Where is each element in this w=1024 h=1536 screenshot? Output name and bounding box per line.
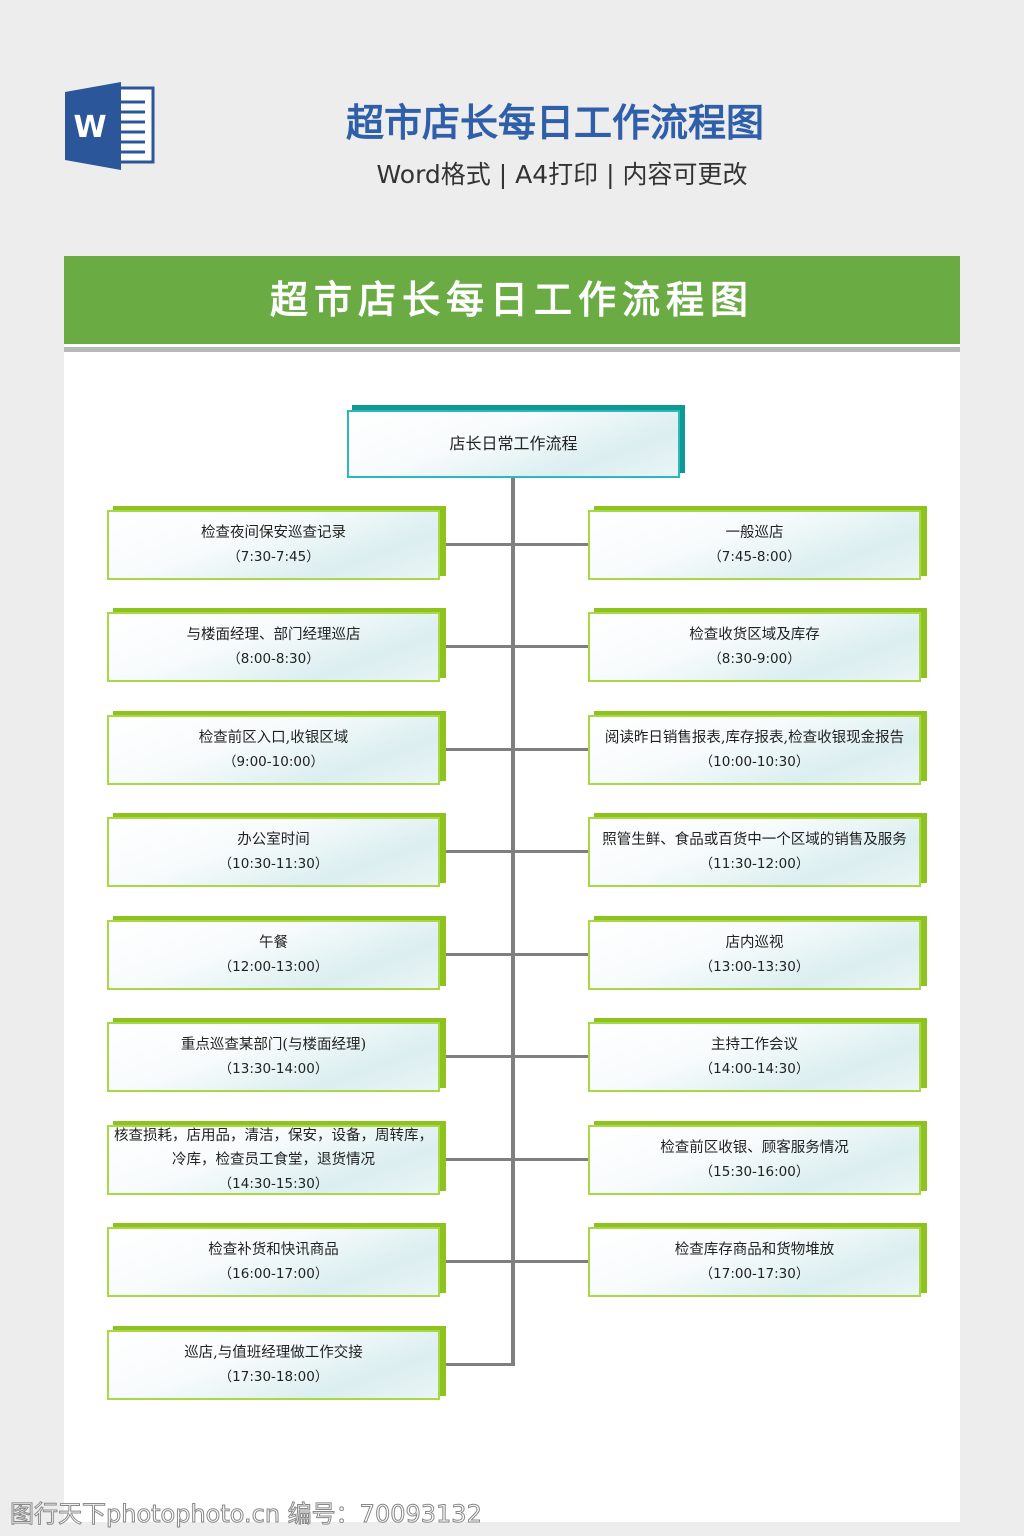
branch-connector [513,543,588,546]
left-step-node: 办公室时间 （10:30-11:30） [107,817,440,887]
branch-connector [513,645,588,648]
right-step-node: 照管生鲜、食品或百货中一个区域的销售及服务 （11:30-12:00） [588,817,921,887]
page-subtitle: Word格式 | A4打印 | 内容可更改 [376,160,748,189]
step-title: 午餐 [259,935,288,951]
branch-connector [513,1055,588,1058]
step-time: （10:30-11:30） [218,856,329,872]
branch-connector [513,953,588,956]
branch-connector [440,1260,513,1263]
step-time: （8:30-9:00） [708,651,801,667]
word-logo-icon: W [65,82,155,170]
svg-text:W: W [73,110,106,145]
step-time: （14:00-14:30） [699,1061,810,1077]
branch-connector [440,1055,513,1058]
step-title: 检查库存商品和货物堆放 [674,1242,835,1258]
step-time: （10:00-10:30） [699,754,810,770]
step-title: 检查前区入口,收银区域 [198,730,349,746]
step-time: （7:30-7:45） [227,549,320,565]
branch-connector [513,850,588,853]
right-step-node: 检查前区收银、顾客服务情况 （15:30-16:00） [588,1125,921,1195]
step-time: （12:00-13:00） [218,959,329,975]
step-time: （17:00-17:30） [699,1266,810,1282]
right-step-node: 一般巡店 （7:45-8:00） [588,510,921,580]
step-time: （7:45-8:00） [708,549,801,565]
step-title: 办公室时间 [237,832,310,848]
step-title: 检查收货区域及库存 [689,627,820,643]
branch-connector [440,748,513,751]
left-step-node: 核查损耗，店用品，清洁，保安，设备，周转库，冷库，检查员工食堂，退货情况 （14:… [107,1125,440,1195]
right-step-node: 阅读昨日销售报表,库存报表,检查收银现金报告 （10:00-10:30） [588,715,921,785]
step-time: （16:00-17:00） [218,1266,329,1282]
step-time: （14:30-15:30） [218,1176,329,1192]
step-title: 检查夜间保安巡查记录 [201,525,346,541]
step-title: 照管生鲜、食品或百货中一个区域的销售及服务 [602,832,907,848]
left-step-node: 与楼面经理、部门经理巡店 （8:00-8:30） [107,612,440,682]
root-node-label: 店长日常工作流程 [449,434,578,453]
left-step-node: 重点巡查某部门(与楼面经理) （13:30-14:00） [107,1022,440,1092]
branch-connector [440,953,513,956]
branch-connector [440,850,513,853]
step-title: 核查损耗，店用品，清洁，保安，设备，周转库，冷库，检查员工食堂，退货情况 [114,1128,433,1168]
step-title: 检查前区收银、顾客服务情况 [660,1140,849,1156]
step-title: 主持工作会议 [711,1037,798,1053]
step-title: 与楼面经理、部门经理巡店 [186,627,361,643]
branch-connector [440,1363,513,1366]
left-step-node: 检查前区入口,收银区域 （9:00-10:00） [107,715,440,785]
left-step-node: 巡店,与值班经理做工作交接 （17:30-18:00） [107,1330,440,1400]
step-title: 检查补货和快讯商品 [208,1242,339,1258]
page-title: 超市店长每日工作流程图 [345,101,764,145]
branch-connector [513,1158,588,1161]
step-title: 巡店,与值班经理做工作交接 [184,1345,363,1361]
step-title: 店内巡视 [725,935,784,951]
step-title: 阅读昨日销售报表,库存报表,检查收银现金报告 [604,730,905,746]
branch-connector [513,748,588,751]
step-time: （15:30-16:00） [699,1164,810,1180]
left-step-node: 检查夜间保安巡查记录 （7:30-7:45） [107,510,440,580]
step-time: （13:00-13:30） [699,959,810,975]
step-title: 重点巡查某部门(与楼面经理) [180,1037,367,1053]
right-step-node: 检查库存商品和货物堆放 （17:00-17:30） [588,1227,921,1297]
document-banner: 超市店长每日工作流程图 [64,256,960,344]
right-step-node: 主持工作会议 （14:00-14:30） [588,1022,921,1092]
left-step-node: 检查补货和快讯商品 （16:00-17:00） [107,1227,440,1297]
root-node: 店长日常工作流程 [347,410,680,478]
step-time: （11:30-12:00） [699,856,810,872]
branch-connector [440,645,513,648]
trunk-connector [511,478,515,1366]
watermark: 图行天下photophoto.cn 编号：70093132 [10,1500,483,1529]
left-step-node: 午餐 （12:00-13:00） [107,920,440,990]
step-time: （8:00-8:30） [227,651,320,667]
step-time: （17:30-18:00） [218,1369,329,1385]
banner-divider [64,347,960,352]
right-step-node: 检查收货区域及库存 （8:30-9:00） [588,612,921,682]
step-time: （13:30-14:00） [218,1061,329,1077]
right-step-node: 店内巡视 （13:00-13:30） [588,920,921,990]
branch-connector [513,1260,588,1263]
step-time: （9:00-10:00） [222,754,325,770]
branch-connector [440,543,513,546]
step-title: 一般巡店 [725,525,784,541]
branch-connector [440,1158,513,1161]
